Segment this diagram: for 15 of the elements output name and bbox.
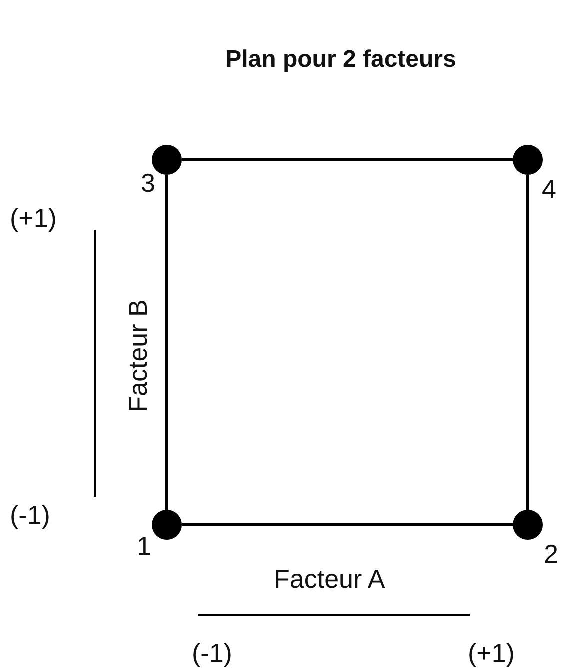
connector-line — [526, 175, 530, 510]
level-label: (+1) — [10, 205, 57, 231]
level-label: (+1) — [468, 640, 515, 666]
axis-title: Facteur B — [125, 298, 151, 414]
point-number: 1 — [137, 533, 152, 559]
connector-line — [182, 158, 513, 162]
point-number: 2 — [544, 541, 558, 567]
diagram-title: Plan pour 2 facteurs — [224, 48, 458, 72]
level-label: (-1) — [10, 502, 50, 528]
connector-line — [182, 524, 513, 526]
axis-title: Facteur A — [274, 566, 386, 592]
level-label: (-1) — [192, 640, 232, 666]
point-number: 3 — [141, 170, 156, 196]
connector-line — [166, 175, 168, 510]
point-number: 4 — [542, 176, 556, 202]
